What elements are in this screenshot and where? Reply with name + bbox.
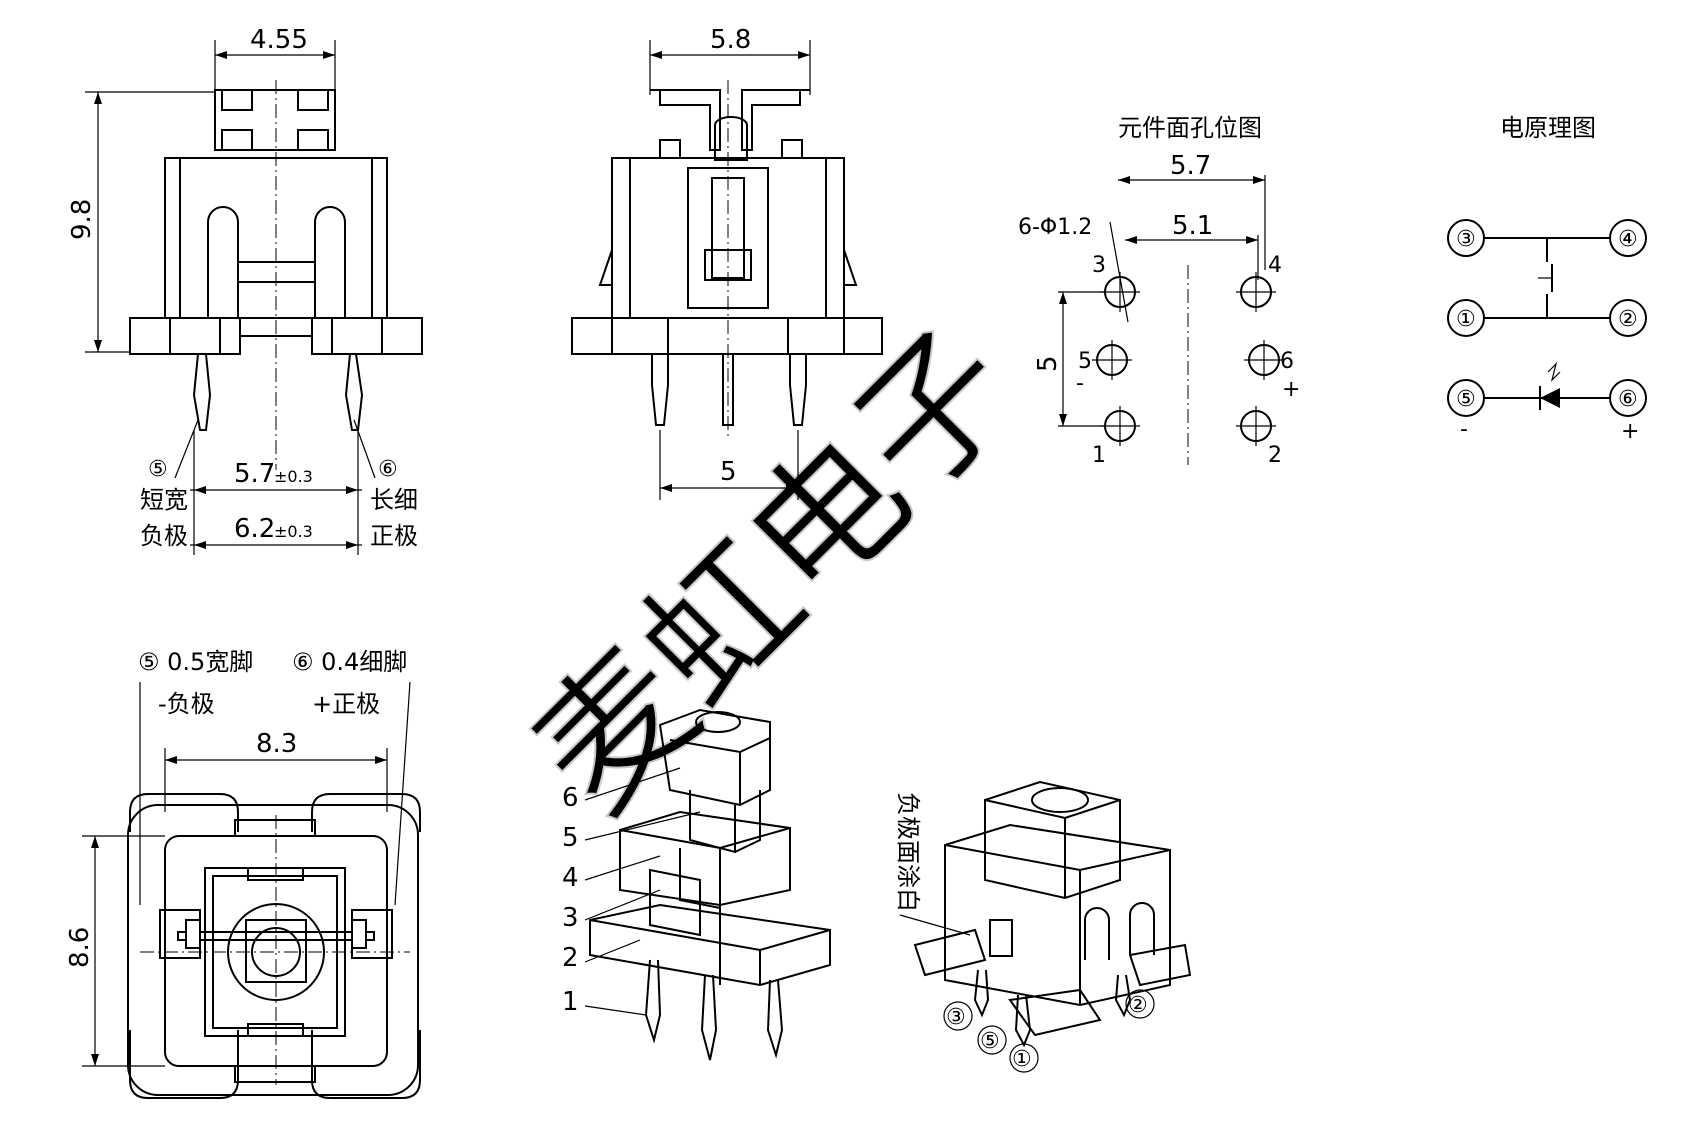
- exploded-view: 6 5 4 3 2 1: [562, 708, 831, 1061]
- svg-text:-负极: -负极: [158, 690, 215, 718]
- hole-spec: 6-Φ1.2: [1018, 215, 1092, 240]
- svg-text:④: ④: [1618, 227, 1638, 252]
- svg-text:5: 5: [1078, 349, 1092, 374]
- pin5-note: ⑤ 0.5宽脚: [138, 648, 253, 676]
- iso-pin-label: ①: [1012, 1047, 1032, 1072]
- svg-text:+正极: +正极: [312, 690, 380, 718]
- front-dim-pins-outer: 6.2: [234, 514, 275, 544]
- side-dim-bottom: 5: [720, 457, 737, 487]
- part-label: 3: [562, 903, 579, 933]
- hole: [1236, 272, 1276, 312]
- pin6-marker: ⑥: [378, 457, 398, 482]
- svg-text:③: ③: [1456, 227, 1476, 252]
- svg-text:长细: 长细: [370, 486, 418, 514]
- svg-text:短宽: 短宽: [140, 486, 188, 514]
- side-dim-top: 5.8: [710, 25, 751, 55]
- pin6-note: ⑥ 0.4细脚: [292, 648, 407, 676]
- pin5-marker: ⑤: [148, 457, 168, 482]
- svg-text:②: ②: [1618, 307, 1638, 332]
- svg-text:①: ①: [1456, 307, 1476, 332]
- svg-text:1: 1: [1092, 443, 1106, 468]
- watermark: 麦虹电子: [501, 297, 1050, 846]
- svg-text:5.7: 5.7: [1170, 151, 1211, 181]
- svg-text:麦虹电子: 麦虹电子: [502, 298, 1049, 845]
- top-dim-height: 8.6: [65, 927, 95, 968]
- svg-text:6: 6: [1280, 349, 1294, 374]
- svg-text:+: +: [1621, 419, 1639, 444]
- hole: [1092, 340, 1132, 380]
- front-dim-top: 4.55: [250, 25, 308, 55]
- hole: [1236, 406, 1276, 446]
- front-dim-pins-inner: 5.7: [234, 459, 275, 489]
- svg-text:±0.3: ±0.3: [274, 467, 313, 486]
- footprint-title: 元件面孔位图: [1118, 114, 1262, 142]
- part-label: 1: [562, 987, 579, 1017]
- iso-view: 负极面涂白 ③ ⑤ ① ②: [894, 780, 1192, 1073]
- schematic-title: 电原理图: [1500, 114, 1596, 142]
- hole: [1100, 406, 1140, 446]
- svg-text:±0.3: ±0.3: [274, 522, 313, 541]
- svg-text:5: 5: [1033, 355, 1063, 372]
- hole: [1244, 340, 1284, 380]
- iso-note: 负极面涂白: [894, 792, 922, 912]
- svg-text:⑥: ⑥: [1618, 387, 1638, 412]
- iso-pin-label: ⑤: [980, 1029, 1000, 1054]
- svg-text:2: 2: [1268, 443, 1282, 468]
- svg-text:4: 4: [1268, 253, 1282, 278]
- svg-text:-: -: [1076, 371, 1084, 396]
- front-dim-height: 9.8: [67, 199, 97, 240]
- hole: [1100, 272, 1140, 312]
- svg-text:正极: 正极: [370, 522, 418, 550]
- iso-pin-label: ③: [946, 1005, 966, 1030]
- top-dim-width: 8.3: [256, 729, 297, 759]
- footprint-view: 元件面孔位图 5.7 5.1 6-Φ1.2 5 3 4 5 6 1 2 -: [1018, 114, 1300, 468]
- part-label: 6: [562, 783, 579, 813]
- part-label: 5: [562, 823, 579, 853]
- svg-text:⑤: ⑤: [1456, 387, 1476, 412]
- svg-text:负极: 负极: [140, 522, 188, 550]
- part-label: 4: [562, 863, 579, 893]
- top-view: ⑤ 0.5宽脚 -负极 ⑥ 0.4细脚 +正极 8.3 8.6: [65, 648, 421, 1099]
- schematic: 电原理图 ③ ④ ① ② ⑤ ⑥ - +: [1447, 114, 1647, 444]
- front-view: 4.55 9.8: [67, 25, 423, 555]
- part-label: 2: [562, 943, 579, 973]
- svg-text:5.1: 5.1: [1172, 211, 1213, 241]
- svg-text:+: +: [1282, 377, 1300, 402]
- svg-text:-: -: [1460, 417, 1468, 442]
- side-view: 5.8 5: [571, 25, 883, 500]
- svg-text:3: 3: [1092, 253, 1106, 278]
- iso-pin-label: ②: [1128, 993, 1148, 1018]
